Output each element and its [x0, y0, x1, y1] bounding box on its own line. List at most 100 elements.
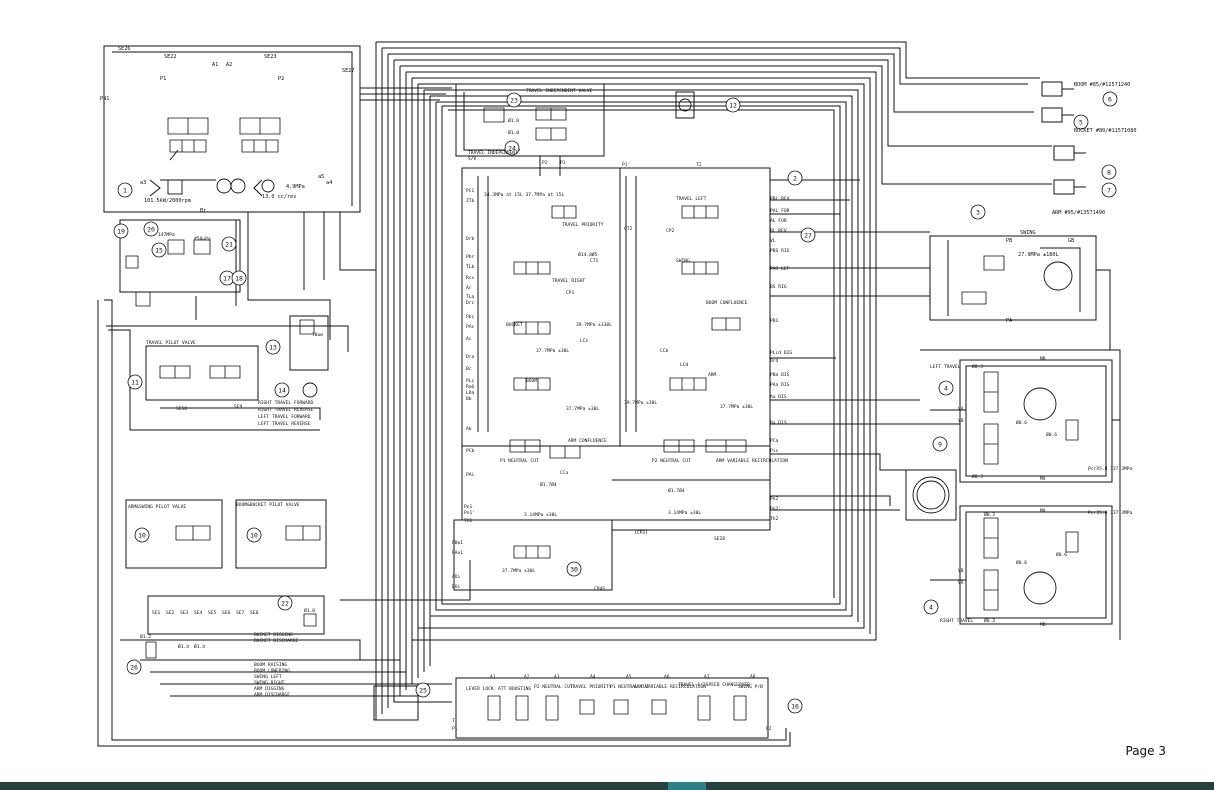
footer-bar [0, 782, 1214, 790]
pilot-line-label: ARM DISCHARGE [254, 692, 290, 698]
relief-label: 39.7MPa ±130L [576, 322, 612, 328]
port-label: a3 [140, 180, 146, 186]
mcv-left-port: PC1 [466, 188, 475, 194]
pilot-line-label: ARM DIGGING [254, 686, 285, 692]
solenoid-port: A2 [524, 674, 530, 680]
orifice-label: Ø14.8Ø5 [578, 251, 598, 258]
pilot-pressure-label: 147MPa [158, 232, 175, 238]
mcv-left-port: PAi [466, 472, 475, 478]
solenoid-function: TRAVEL PRIORITY [570, 684, 612, 690]
pump-displacement: 13.0 cc/rev [262, 194, 296, 200]
relief-label: 39.7MPa ±30L [624, 400, 657, 406]
callout: 10 [250, 532, 258, 540]
port-label: CCa [560, 470, 569, 476]
callout: 18 [235, 275, 243, 283]
port-label: CCb [660, 348, 669, 354]
mcv-left-port: Pbc [466, 314, 475, 320]
bucket-cylinder-label: BUCKET #80/#11571080 [1074, 128, 1136, 134]
port-label: P2 [766, 726, 772, 732]
port-label: P2 [278, 76, 284, 82]
page-indicator[interactable] [668, 782, 706, 790]
port-label: CP2 [666, 228, 675, 234]
solenoid-function: TRAVEL 1/2SPEED CHANGEOVER [678, 682, 750, 688]
port-label: P2 [542, 160, 548, 166]
p2-neutral-cut-label: P2 NEUTRAL CUT [652, 458, 691, 464]
mcv-right-port: Th2 [770, 516, 779, 522]
mcv-left-port: BOi [452, 584, 461, 590]
port-label: T [452, 718, 455, 724]
port-label: CP4S [594, 586, 605, 592]
callout: 11 [131, 379, 139, 387]
mcv-right-port: Pis [770, 448, 779, 454]
shuttle-sensor: SE7 [236, 610, 245, 616]
relief-label: 37.7MPa ±30L [566, 406, 599, 412]
port-label: CT2 [624, 226, 633, 232]
callout: 16 [791, 703, 799, 711]
sensor-label: SE23 [264, 54, 277, 60]
port-label: P1 [160, 76, 166, 82]
mcv-right-port: PB1 [770, 318, 779, 324]
relief-label: Pcr35.8 137.3MPa [1088, 510, 1132, 516]
mcv-left-port: Rcv [466, 275, 475, 281]
port-label: T2 [696, 162, 702, 168]
mcv-right-port: PCa [770, 438, 779, 444]
port-label: P1 [452, 726, 458, 732]
orifice-label: Ø1.4 [178, 643, 189, 650]
port-label: a5 [318, 174, 324, 180]
solenoid-function: P1 NEUTRAL CUT [610, 684, 649, 690]
port-label: GB [1068, 238, 1074, 244]
mcv-left-port: RaQ [466, 384, 475, 390]
mcv-right-port: PBL REV. [770, 196, 792, 202]
solenoid-function: SWING P/B [738, 684, 763, 690]
relief-label: 37.7MPa ±30L [536, 348, 569, 354]
shuttle-sensor: SE1 [152, 610, 161, 616]
port-label: VB [958, 568, 964, 574]
pilot-line-label: SWING RIGHT [254, 680, 285, 686]
mcv-left-port: Bb [466, 396, 472, 402]
callout: 10 [138, 532, 146, 540]
mcv-left-port: PCb [466, 448, 475, 454]
boom-confluence-label: BOOM CONFLUENCE [706, 300, 748, 306]
port-label: P1 [560, 160, 566, 166]
mcv-left-port: PAc [466, 324, 475, 330]
bucket-line-label: BUCKET DISCHARGE [254, 638, 298, 644]
mcv-right-port: AL FOR [770, 218, 787, 224]
travel-pilot-valve-title: TRAVEL PILOT VALVE [146, 340, 196, 346]
callout: 27 [804, 232, 812, 240]
p1-neutral-cut-label: P1 NEUTRAL CUT [500, 458, 539, 464]
orifice-label: Ø0.3 [984, 617, 995, 624]
mcv-right-port: BL REV. [770, 228, 789, 234]
solenoid-function: ARM VARIABLE RECIRCULATION [634, 684, 706, 690]
arm-cylinder-label: ARM #95/#13571490 [1052, 210, 1105, 216]
port-label: MA [1040, 508, 1046, 514]
travel-independent-label: TRAVEL INDEPENDENT [468, 150, 518, 156]
callout: 3 [976, 209, 980, 217]
mcv-right-port: PAS LEF [770, 266, 790, 272]
solenoid-port: A8 [750, 674, 756, 680]
port-label: A1 [212, 62, 218, 68]
callout: 13 [269, 344, 277, 352]
travel-line-label: LEFT TRAVEL REVERSE [258, 421, 311, 427]
port-label: Br [200, 208, 206, 214]
mcv-right-port: Pn2' [770, 506, 781, 512]
callout: 23 [510, 97, 518, 105]
orifice-label: Ø0.6 [1016, 559, 1027, 566]
pilot-line-label: BOOM RAISING [254, 662, 287, 668]
solenoid-port: A1 [490, 674, 496, 680]
boom-cylinder-label: BOOM #85/#12571240 [1074, 82, 1130, 88]
arm-confluence-label: ARM CONFLUENCE [568, 438, 607, 444]
sensor-label: SE26 [118, 46, 131, 52]
port-label: VA [958, 580, 964, 586]
swing-section-label: SWING [676, 258, 690, 264]
bucket-line-label: BUCKET DIGGING [254, 632, 293, 638]
mcv-left-port: Dra [466, 354, 475, 360]
swing-relief: 27.9MPa ±180L [1018, 252, 1059, 258]
orifice-label: Ø0.6 [1046, 431, 1057, 438]
shuttle-sensor: SE2 [166, 610, 175, 616]
port-label: MB [1040, 356, 1046, 362]
mcv-left-port: Ac [466, 336, 472, 342]
callout: 22 [281, 600, 289, 608]
relief-label: 3.14MPa ±30L [524, 512, 557, 518]
callout: 8 [1107, 169, 1111, 177]
